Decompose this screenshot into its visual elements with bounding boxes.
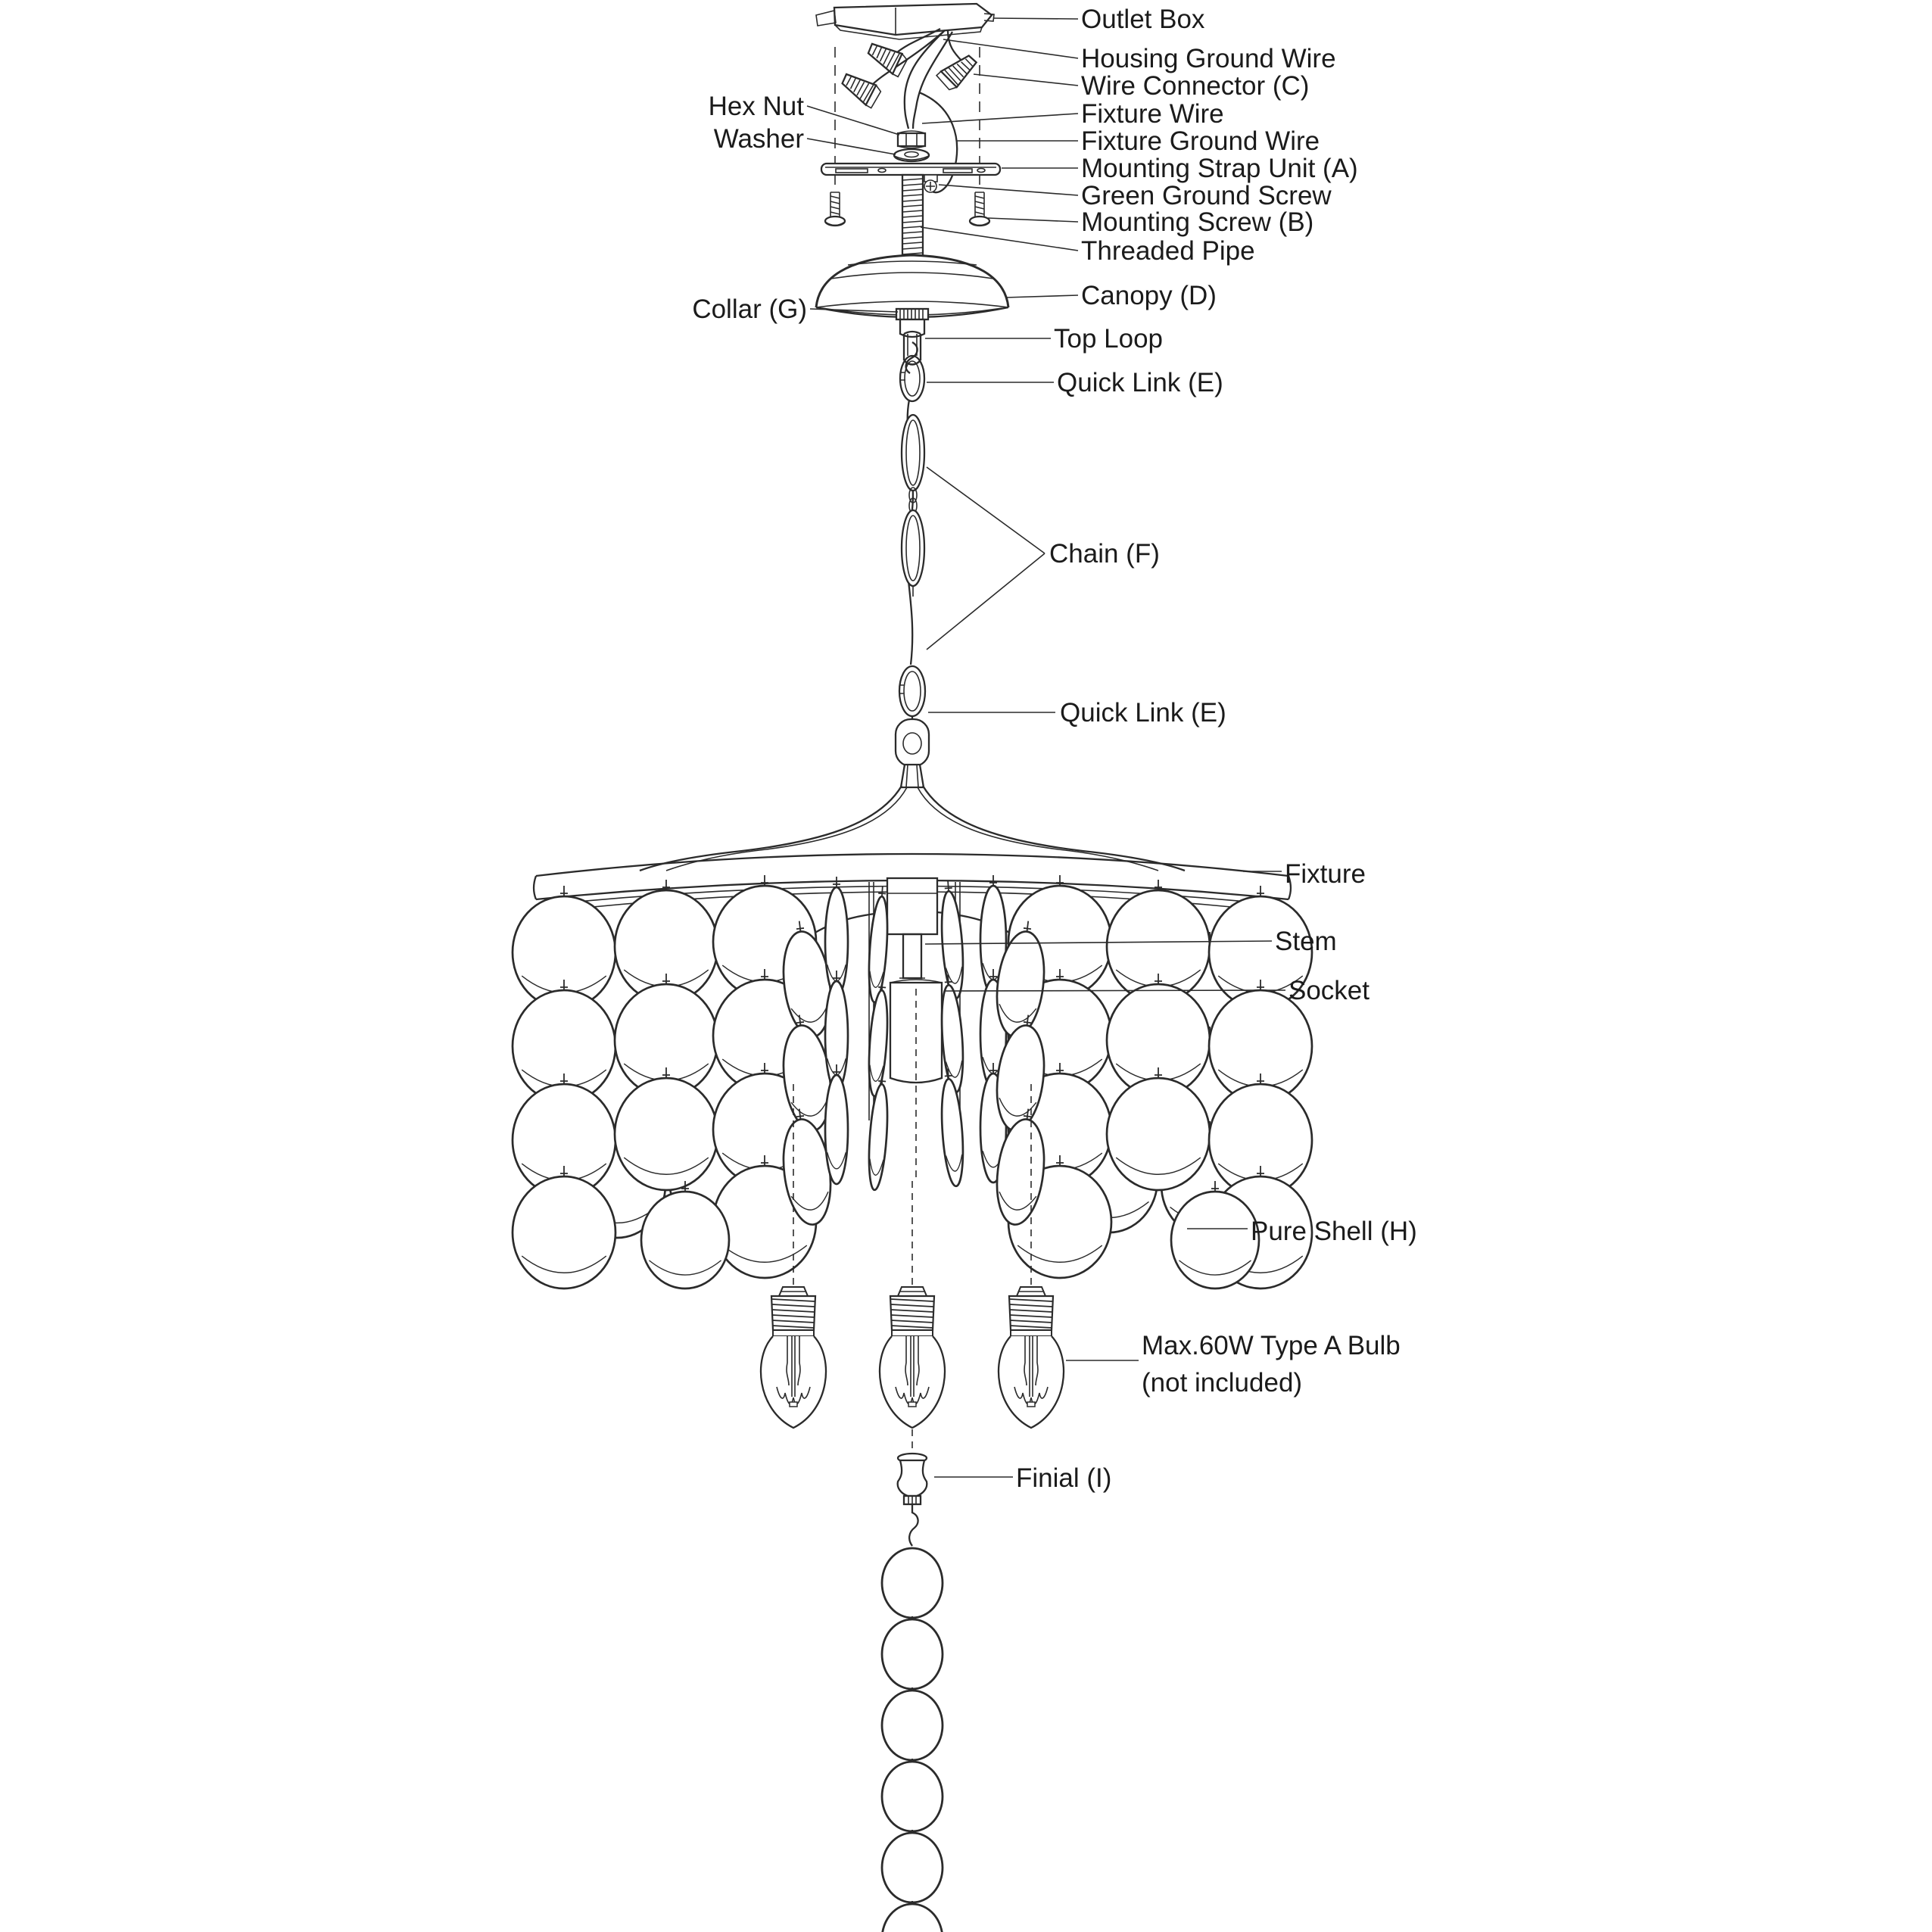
light-bulb: [878, 1286, 946, 1429]
pure-shell: [868, 886, 889, 1004]
bulbs-drawing: [759, 1286, 1065, 1429]
label-mounting-strap: Mounting Strap Unit (A): [1081, 154, 1358, 183]
leader-lines: [806, 17, 1286, 1478]
shell-cloud: [511, 875, 1313, 1290]
pure-shell: [996, 921, 1045, 1038]
quick-link-upper-drawing: [899, 354, 926, 403]
label-socket: Socket: [1289, 976, 1370, 1005]
label-fixture: Fixture: [1285, 859, 1366, 889]
label-collar: Collar (G): [692, 294, 807, 324]
label-outlet-box: Outlet Box: [1081, 5, 1205, 34]
collar-drawing: [895, 307, 930, 338]
light-bulb: [997, 1286, 1065, 1429]
pure-shell: [640, 1181, 731, 1290]
label-wire-connector: Wire Connector (C): [1081, 71, 1309, 101]
quick-link-lower-drawing: [898, 665, 927, 718]
mounting-strap-drawing: [820, 162, 1002, 176]
outlet-box-drawing: [815, 2, 995, 40]
drop-shell: [880, 1689, 944, 1762]
label-threaded-pipe: Threaded Pipe: [1081, 236, 1255, 266]
label-chain: Chain (F): [1049, 539, 1160, 569]
pure-shell: [511, 1166, 617, 1290]
finial-drawing: [896, 1452, 928, 1547]
light-bulb: [759, 1286, 827, 1429]
threaded-pipe-drawing: [901, 173, 924, 258]
labels: Outlet Box Housing Ground Wire Wire Conn…: [692, 5, 1416, 1493]
drop-shell: [881, 1902, 943, 1932]
pure-shell: [868, 1074, 889, 1192]
label-finial: Finial (I): [1016, 1463, 1111, 1493]
drop-shell: [880, 1618, 944, 1690]
pure-shell: [940, 1068, 964, 1188]
label-top-loop: Top Loop: [1054, 324, 1163, 354]
label-fixture-wire: Fixture Wire: [1081, 99, 1224, 129]
label-canopy: Canopy (D): [1081, 281, 1217, 310]
label-fixture-ground-wire: Fixture Ground Wire: [1081, 126, 1320, 156]
wires-drawing: [870, 27, 964, 194]
label-washer: Washer: [714, 124, 805, 154]
pure-shell: [824, 877, 849, 998]
label-stem: Stem: [1275, 927, 1337, 956]
drop-shell: [880, 1547, 944, 1619]
label-mounting-screw: Mounting Screw (B): [1081, 207, 1313, 237]
label-quick-link-upper: Quick Link (E): [1057, 368, 1223, 397]
drop-shell: [880, 1760, 944, 1833]
washer-drawing: [893, 148, 930, 163]
pure-shell: [1170, 1181, 1260, 1290]
pure-shell: [868, 980, 889, 1098]
label-housing-ground-wire: Housing Ground Wire: [1081, 44, 1336, 73]
hex-nut-drawing: [896, 130, 927, 149]
label-bulb-line2: (not included): [1142, 1368, 1302, 1398]
label-green-ground-screw: Green Ground Screw: [1081, 181, 1332, 210]
label-bulb-line1: Max.60W Type A Bulb: [1142, 1331, 1401, 1360]
canopy-drawing: [815, 254, 1010, 319]
wire-connector-icon: [841, 42, 978, 109]
drop-shell: [880, 1831, 944, 1904]
label-quick-link-lower: Quick Link (E): [1060, 698, 1226, 728]
green-ground-screw-drawing: [924, 174, 938, 193]
pure-shell: [824, 1064, 849, 1186]
mounting-screw-icon: [824, 192, 991, 227]
fixture-loop-drawing: [894, 716, 930, 768]
pure-shell: [613, 1067, 719, 1192]
bulb-guide-lines: [793, 1084, 1032, 1454]
pure-shell: [996, 1108, 1045, 1226]
shell-drop-chain: [880, 1547, 944, 1932]
label-hex-nut: Hex Nut: [709, 92, 805, 121]
chain-drawing: [900, 399, 926, 665]
label-pure-shell: Pure Shell (H): [1251, 1217, 1417, 1246]
